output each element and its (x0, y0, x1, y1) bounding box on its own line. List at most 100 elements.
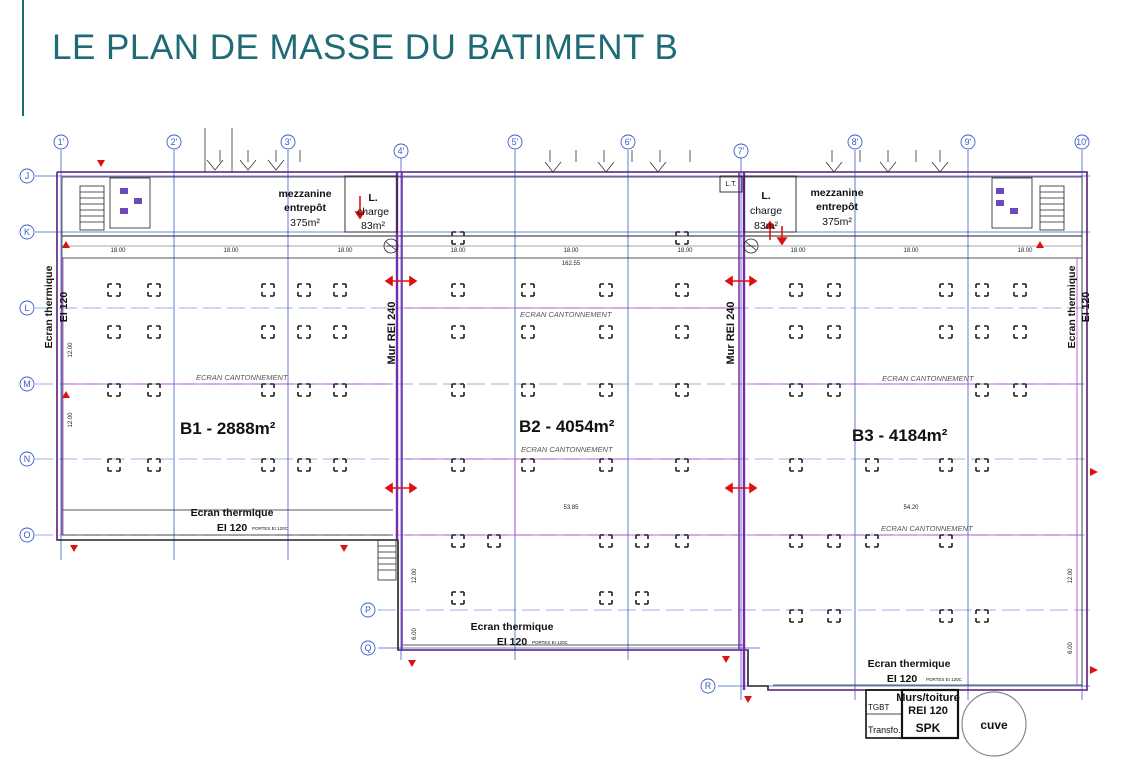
svg-text:12.00: 12.00 (1068, 568, 1074, 584)
row-label-R: R (700, 678, 716, 694)
svg-text:Ecran thermique: Ecran thermique (191, 507, 274, 519)
col-label-2: 2' (166, 134, 182, 150)
wall-label-right: Mur REI 240 (725, 302, 737, 365)
loading-docks (204, 128, 949, 173)
svg-text:P: P (365, 605, 371, 615)
svg-text:18.00: 18.00 (1017, 248, 1033, 254)
svg-text:entrepôt: entrepôt (816, 201, 859, 213)
thermal-screen-labels: Ecran thermique EI 120 PORTES EI 120C Ec… (191, 507, 963, 685)
svg-text:18.00: 18.00 (110, 248, 126, 254)
svg-text:18.00: 18.00 (337, 248, 353, 254)
row-label-K: K (19, 224, 35, 240)
thermal-screen-side-labels: Ecran thermique EI 120 Ecran thermique E… (43, 265, 1092, 348)
exit-markers (62, 160, 1098, 703)
svg-text:EI 120: EI 120 (58, 292, 70, 323)
svg-text:charge: charge (357, 206, 389, 218)
stair-block-bottom (377, 539, 397, 581)
svg-text:Ecran thermique: Ecran thermique (43, 265, 55, 348)
row-labels: J K L M N O P Q R (19, 168, 716, 694)
wall-labels: Mur REI 240 Mur REI 240 (386, 302, 737, 365)
svg-text:L: L (24, 303, 29, 313)
transfo-label: Transfo. (868, 725, 901, 735)
svg-text:7': 7' (738, 146, 745, 156)
thermal-screen-b2: Ecran thermique EI 120 PORTES EI 120C (471, 621, 569, 648)
svg-text:4': 4' (398, 146, 405, 156)
wall-label-left: Mur REI 240 (386, 302, 398, 365)
svg-text:PORTES EI 120C: PORTES EI 120C (926, 677, 963, 682)
svg-text:PORTES EI 120C: PORTES EI 120C (252, 526, 289, 531)
svg-text:R: R (705, 681, 712, 691)
svg-text:N: N (24, 454, 31, 464)
lt-label: L.T. (725, 181, 736, 188)
svg-text:18.00: 18.00 (563, 248, 579, 254)
svg-text:Q: Q (364, 643, 371, 653)
svg-text:12.00: 12.00 (412, 568, 418, 584)
mezzanine-left: mezzanine entrepôt 375m² (278, 188, 331, 229)
svg-text:375m²: 375m² (290, 217, 320, 229)
rei-label: REI 120 (908, 705, 948, 717)
valve-symbols (383, 238, 759, 254)
technical-annex (865, 688, 1027, 757)
col-label-6: 6' (620, 134, 636, 150)
charge-room-right: L. charge 83m² (750, 190, 782, 232)
stair-block-right (991, 177, 1065, 231)
svg-text:6': 6' (625, 137, 632, 147)
firewalls (56, 171, 1088, 691)
svg-text:162.55: 162.55 (562, 261, 581, 267)
svg-text:18.00: 18.00 (790, 248, 806, 254)
cell-label-b2: B2 - 4054m² (519, 417, 615, 436)
col-label-10: 10' (1074, 134, 1090, 150)
col-label-5: 5' (507, 134, 523, 150)
charge-room-left: L. charge 83m² (357, 192, 389, 232)
svg-text:12.00: 12.00 (68, 412, 74, 428)
svg-text:375m²: 375m² (822, 216, 852, 228)
svg-text:ECRAN CANTONNEMENT: ECRAN CANTONNEMENT (196, 373, 289, 382)
svg-text:EI 120: EI 120 (497, 636, 528, 648)
svg-text:54.20: 54.20 (903, 505, 919, 511)
row-label-N: N (19, 451, 35, 467)
svg-text:18.00: 18.00 (450, 248, 466, 254)
page-title: LE PLAN DE MASSE DU BATIMENT B (52, 28, 679, 67)
svg-text:PORTES EI 120C: PORTES EI 120C (532, 640, 569, 645)
svg-text:1': 1' (58, 137, 65, 147)
smoke-screens (62, 258, 1082, 686)
svg-text:ECRAN CANTONNEMENT: ECRAN CANTONNEMENT (882, 374, 975, 383)
technical-labels: TGBT Transfo. Murs/toiture REI 120 SPK c… (868, 692, 1008, 735)
thermal-screen-b3: Ecran thermique EI 120 PORTES EI 120C (868, 658, 963, 685)
svg-text:L.: L. (761, 190, 770, 202)
svg-text:9': 9' (965, 137, 972, 147)
svg-text:ECRAN CANTONNEMENT: ECRAN CANTONNEMENT (881, 524, 974, 533)
col-label-3: 3' (280, 134, 296, 150)
svg-text:Ecran thermique: Ecran thermique (471, 621, 554, 633)
svg-text:mezzanine: mezzanine (278, 188, 331, 200)
svg-text:J: J (25, 171, 30, 181)
col-label-8: 8' (847, 134, 863, 150)
title-accent-bar (22, 0, 24, 116)
svg-text:83m²: 83m² (754, 220, 778, 232)
svg-text:ECRAN CANTONNEMENT: ECRAN CANTONNEMENT (521, 445, 614, 454)
row-label-J: J (19, 168, 35, 184)
svg-text:EI 120: EI 120 (1080, 292, 1092, 323)
svg-text:6.00: 6.00 (412, 628, 418, 640)
col-label-1: 1' (53, 134, 69, 150)
svg-text:3': 3' (285, 137, 292, 147)
svg-text:O: O (23, 530, 30, 540)
row-label-L: L (19, 300, 35, 316)
col-label-9: 9' (960, 134, 976, 150)
cuve-label: cuve (980, 718, 1008, 732)
svg-text:ECRAN CANTONNEMENT: ECRAN CANTONNEMENT (520, 310, 613, 319)
cell-labels: B1 - 2888m² B2 - 4054m² B3 - 4184m² (180, 417, 948, 445)
mezzanine-labels: mezzanine entrepôt 375m² mezzanine entre… (278, 187, 863, 229)
svg-text:EI 120: EI 120 (887, 673, 918, 685)
svg-text:EI 120: EI 120 (217, 522, 248, 534)
spk-label: SPK (916, 721, 941, 735)
svg-text:mezzanine: mezzanine (810, 187, 863, 199)
door-arrows (354, 196, 788, 494)
col-label-4: 4' (393, 143, 409, 159)
dimension-labels: 18.00 18.00 18.00 18.00 18.00 18.00 18.0… (68, 248, 1074, 654)
svg-text:18.00: 18.00 (903, 248, 919, 254)
svg-text:6.00: 6.00 (1068, 642, 1074, 654)
svg-text:charge: charge (750, 205, 782, 217)
tgbt-label: TGBT (868, 703, 889, 712)
